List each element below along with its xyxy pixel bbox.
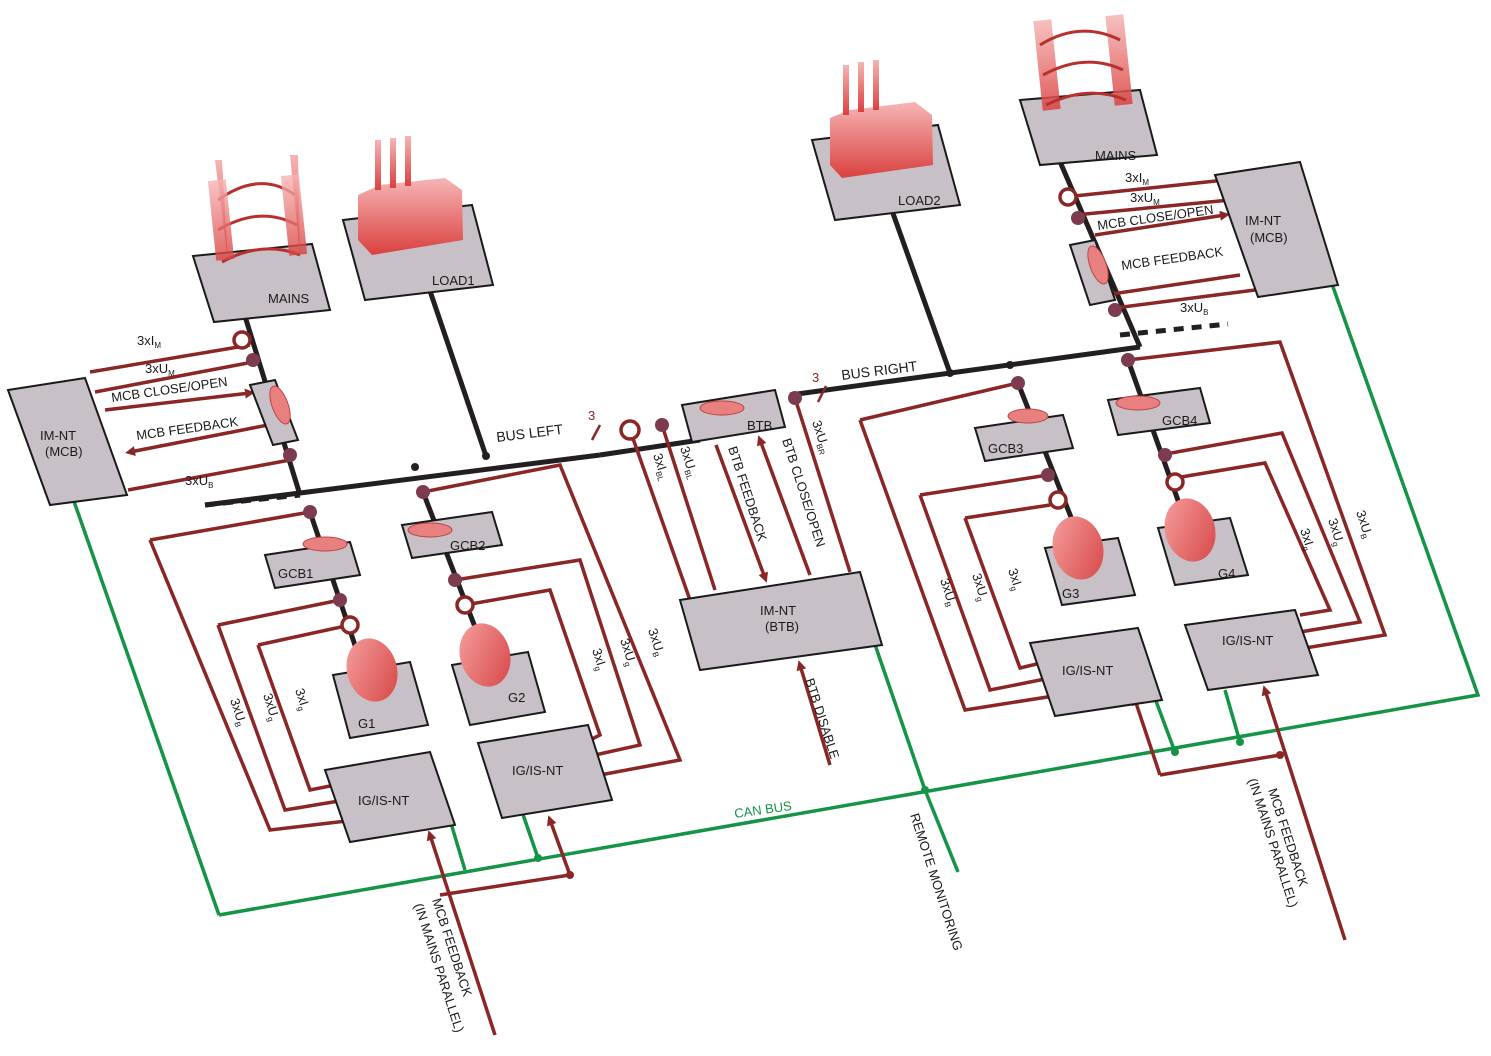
imnt-right-line1: IM-NT (1245, 213, 1281, 228)
bus-left-label: BUS LEFT (495, 421, 564, 445)
controller-g2[interactable]: IG/IS-NT (476, 723, 614, 820)
controller-g1-label: IG/IS-NT (358, 793, 409, 808)
imnt-left[interactable]: IM-NT (MCB) (6, 376, 129, 507)
imnt-right-line2: (MCB) (1250, 230, 1288, 245)
3xum-right: 3xUM (1130, 190, 1160, 207)
factory-icon (358, 136, 463, 255)
phase-count-right: 3 (812, 370, 819, 385)
btb-disable-label: BTB DISABLE (802, 676, 842, 761)
remote-monitoring-label: REMOTE MONITORING (907, 811, 966, 952)
3xub-g4: 3xUB (1351, 508, 1376, 540)
3xig-g1: 3xIg (290, 686, 313, 712)
factory-icon (830, 60, 933, 178)
imnt-btb-line1: IM-NT (760, 603, 796, 618)
3xig-g2: 3xIg (587, 646, 610, 672)
3xub-g3: 3xUB (935, 576, 960, 608)
3xubr: 3xUBR (807, 418, 834, 456)
3xub-left: 3xUB (185, 473, 213, 490)
3xibl: 3xIBL (648, 451, 673, 483)
imnt-btb[interactable]: IM-NT (BTB) (678, 570, 884, 672)
gcb1-label: GCB1 (278, 566, 313, 581)
generator-g2: G2 (450, 623, 547, 727)
3xub-g1: 3xUB (225, 696, 250, 728)
load2: LOAD2 (810, 60, 962, 222)
controller-g4-label: IG/IS-NT (1222, 633, 1273, 648)
mcb-feedback-right: MCB FEEDBACK (1120, 244, 1224, 273)
controller-g1[interactable]: IG/IS-NT (323, 750, 457, 844)
g1-label: G1 (358, 716, 375, 731)
3xug-g2: 3xUg (615, 636, 640, 667)
bus-nodes (232, 187, 1284, 879)
generator-g4: G4 (1156, 498, 1250, 587)
mcb-right-breaker[interactable] (1068, 238, 1117, 307)
g3-label: G3 (1062, 586, 1079, 601)
gcb3-label: GCB3 (988, 441, 1023, 456)
3xub-right: 3xUB (1180, 300, 1208, 317)
load1-label: LOAD1 (432, 273, 475, 288)
imnt-left-line1: IM-NT (40, 428, 76, 443)
3xim-right: 3xIM (1125, 170, 1149, 187)
mains-right: MAINS (1018, 14, 1159, 167)
mains-left: MAINS (191, 155, 332, 324)
imnt-left-line2: (MCB) (45, 444, 83, 459)
mcb-left-breaker[interactable] (248, 378, 300, 447)
imnt-btb-line2: (BTB) (765, 619, 799, 634)
g2-label: G2 (508, 690, 525, 705)
can-bus-lines (68, 269, 1481, 917)
3xim-left: 3xIM (137, 333, 161, 350)
generator-g3: G3 (1043, 516, 1137, 607)
btb-breaker[interactable]: BTB (680, 388, 787, 444)
3xug-g1: 3xUg (258, 691, 283, 722)
gcb4-label: GCB4 (1162, 413, 1197, 428)
imnt-right[interactable]: IM-NT (MCB) (1213, 160, 1340, 299)
gcb1[interactable]: GCB1 (263, 536, 362, 590)
3xum-left: 3xUM (145, 361, 175, 378)
controller-g4[interactable]: IG/IS-NT (1183, 608, 1320, 692)
power-pylon-icon (1033, 14, 1133, 111)
3xub-g2: 3xUB (643, 626, 668, 658)
controller-g3[interactable]: IG/IS-NT (1028, 626, 1164, 718)
generator-g1: G1 (331, 638, 430, 740)
3xug-g3: 3xUg (967, 571, 992, 602)
3xig-g3: 3xIg (1003, 566, 1026, 592)
phase-count-left: 3 (588, 408, 595, 423)
btb-label: BTB (747, 418, 772, 433)
load1: LOAD1 (341, 136, 495, 302)
load2-label: LOAD2 (898, 193, 941, 208)
signal-lines (89, 178, 1388, 1036)
gcb2-label: GCB2 (450, 538, 485, 553)
mains-right-label: MAINS (1095, 148, 1137, 163)
g4-label: G4 (1218, 566, 1235, 581)
controller-g2-label: IG/IS-NT (512, 763, 563, 778)
gcb2[interactable]: GCB2 (400, 510, 504, 560)
3xug-g4: 3xUg (1323, 516, 1348, 547)
mcb-feedback-left: MCB FEEDBACK (135, 414, 239, 443)
3xubl: 3xUBL (675, 444, 702, 481)
gcb3[interactable]: GCB3 (973, 408, 1075, 463)
controller-g3-label: IG/IS-NT (1062, 663, 1113, 678)
power-pylon-icon (207, 155, 308, 264)
3xig-g4: 3xIg (1295, 526, 1318, 552)
gcb4[interactable]: GCB4 (1106, 386, 1212, 437)
mains-left-label: MAINS (268, 291, 310, 306)
